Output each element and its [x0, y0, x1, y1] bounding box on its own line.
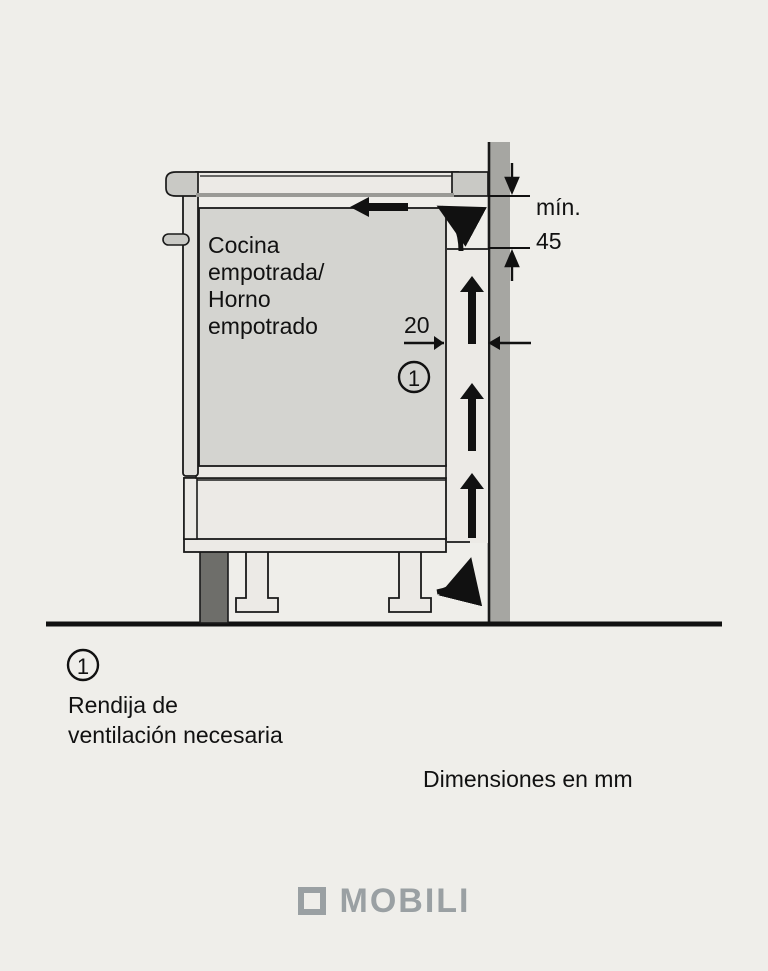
- dimension-min-45: [488, 163, 530, 281]
- worktop-underside-bar: [196, 193, 454, 197]
- brand-logo: MOBILI: [0, 878, 768, 924]
- units-note: Dimensiones en mm: [423, 766, 633, 792]
- airflow-arrow-up-2: [460, 383, 484, 451]
- appliance-label: Cocina empotrada/ Horno empotrado: [208, 232, 325, 339]
- airflow-curve-top: [436, 205, 487, 252]
- dimension-gap-value: 20: [404, 312, 430, 338]
- drawer-compartment: [183, 477, 447, 540]
- wall-column: [488, 142, 510, 624]
- worktop-slab: [195, 171, 459, 195]
- square-outline-icon: [297, 887, 326, 915]
- callout-marker-legend-number: 1: [77, 654, 89, 679]
- brand-name: MOBILI: [339, 881, 471, 920]
- airflow-arrow-up-1: [460, 276, 484, 344]
- worktop-left-overhang: [165, 171, 199, 197]
- support-leg-right: [388, 550, 432, 613]
- dim-arrow-20-right: [434, 336, 444, 350]
- worktop-right-end-cap: [451, 171, 489, 197]
- airflow-arrow-up-3: [460, 473, 484, 538]
- callout-marker-legend: 1: [66, 648, 100, 682]
- dimension-min-value: 45: [536, 228, 562, 254]
- callout-marker-diagram-number: 1: [408, 366, 420, 391]
- vent-channel-back-panel: [447, 248, 456, 543]
- dim-arrow-45-up: [504, 248, 520, 281]
- dimension-min-prefix: mín.: [536, 194, 581, 220]
- airflow-arrow-left: [350, 197, 408, 217]
- callout-marker-diagram: 1: [397, 360, 431, 394]
- appliance-base-plinth-bar: [183, 537, 447, 553]
- door-handle: [162, 233, 190, 246]
- support-leg-left: [235, 550, 279, 613]
- plinth-block: [199, 550, 229, 624]
- oven-cavity: [198, 207, 447, 467]
- callout-legend-text: Rendija de ventilación necesaria: [68, 692, 283, 748]
- drawer-front-left-rail: [183, 477, 198, 540]
- dim-arrow-45-down: [504, 163, 520, 196]
- gap-arrow-left: [488, 336, 500, 350]
- dimension-gap-20: [404, 336, 531, 350]
- cavity-drawer-divider: [195, 464, 447, 479]
- airflow-curve-bottom: [436, 557, 483, 607]
- airflow-arrows-up: [460, 276, 484, 538]
